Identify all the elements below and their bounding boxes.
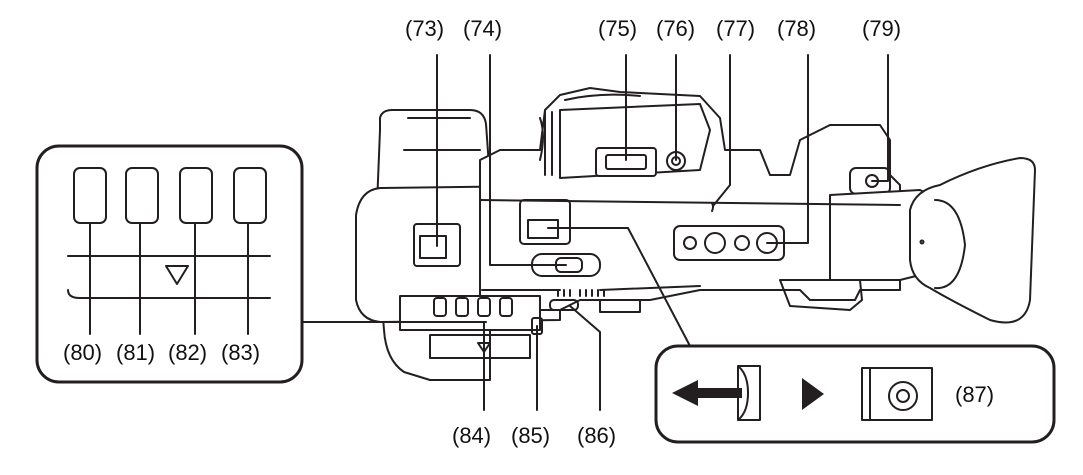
label-83: (83) (221, 340, 261, 365)
label-78: (78) (777, 16, 817, 41)
zoom-ring (539, 117, 544, 161)
switch-closeup (861, 367, 933, 421)
label-82: (82) (168, 340, 208, 365)
eyecup (909, 157, 1036, 324)
left-arrow-icon (672, 380, 742, 406)
handle-ridge (544, 93, 641, 176)
lens-lower (399, 295, 541, 331)
label-86: (86) (577, 423, 617, 448)
tab-84 (429, 334, 531, 359)
label-87: (87) (955, 382, 995, 407)
label-77: (77) (716, 16, 756, 41)
inset-left-buttons (73, 167, 267, 335)
btn-row-4 (499, 297, 513, 317)
label-74: (74) (463, 16, 503, 41)
label-75: (75) (598, 16, 638, 41)
inset-left-triangle (165, 265, 189, 285)
btn-row-2 (455, 297, 469, 317)
label-85: (85) (511, 423, 551, 448)
grip-bottom (599, 279, 863, 313)
right-triangle-icon (802, 378, 824, 410)
mic-77 (711, 202, 714, 212)
label-76: (76) (656, 16, 696, 41)
label-81: (81) (116, 340, 156, 365)
inset-right (654, 344, 1056, 444)
cover-piece (737, 365, 761, 421)
lens-hood-inner (403, 117, 481, 151)
slider-86 (549, 299, 579, 311)
label-80: (80) (63, 340, 103, 365)
btn-row-3 (477, 297, 491, 317)
btn-row-1 (433, 297, 447, 317)
label-73: (73) (405, 16, 445, 41)
label-84: (84) (452, 423, 492, 448)
button-87 (888, 381, 918, 411)
inset-left-ledge (67, 255, 271, 299)
label-79: (79) (862, 16, 902, 41)
